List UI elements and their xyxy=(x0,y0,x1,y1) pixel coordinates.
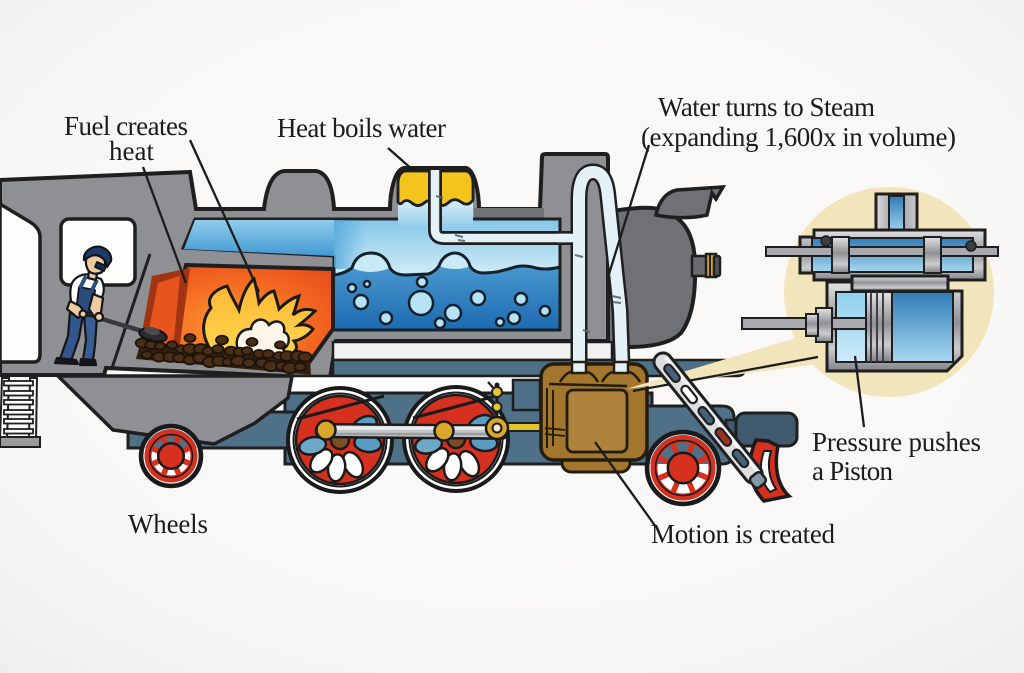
svg-text:Pressure pushes: Pressure pushes xyxy=(812,427,981,457)
svg-text:(expanding 1,600x in volume): (expanding 1,600x in volume) xyxy=(641,122,956,152)
svg-text:heat: heat xyxy=(109,136,154,166)
svg-text:a Piston: a Piston xyxy=(812,456,894,486)
svg-text:Motion is created: Motion is created xyxy=(651,519,836,549)
svg-text:Water turns to Steam: Water turns to Steam xyxy=(658,92,875,122)
svg-text:Heat boils water: Heat boils water xyxy=(277,113,446,143)
svg-text:Wheels: Wheels xyxy=(128,509,208,539)
svg-text:Fuel creates: Fuel creates xyxy=(64,111,188,141)
